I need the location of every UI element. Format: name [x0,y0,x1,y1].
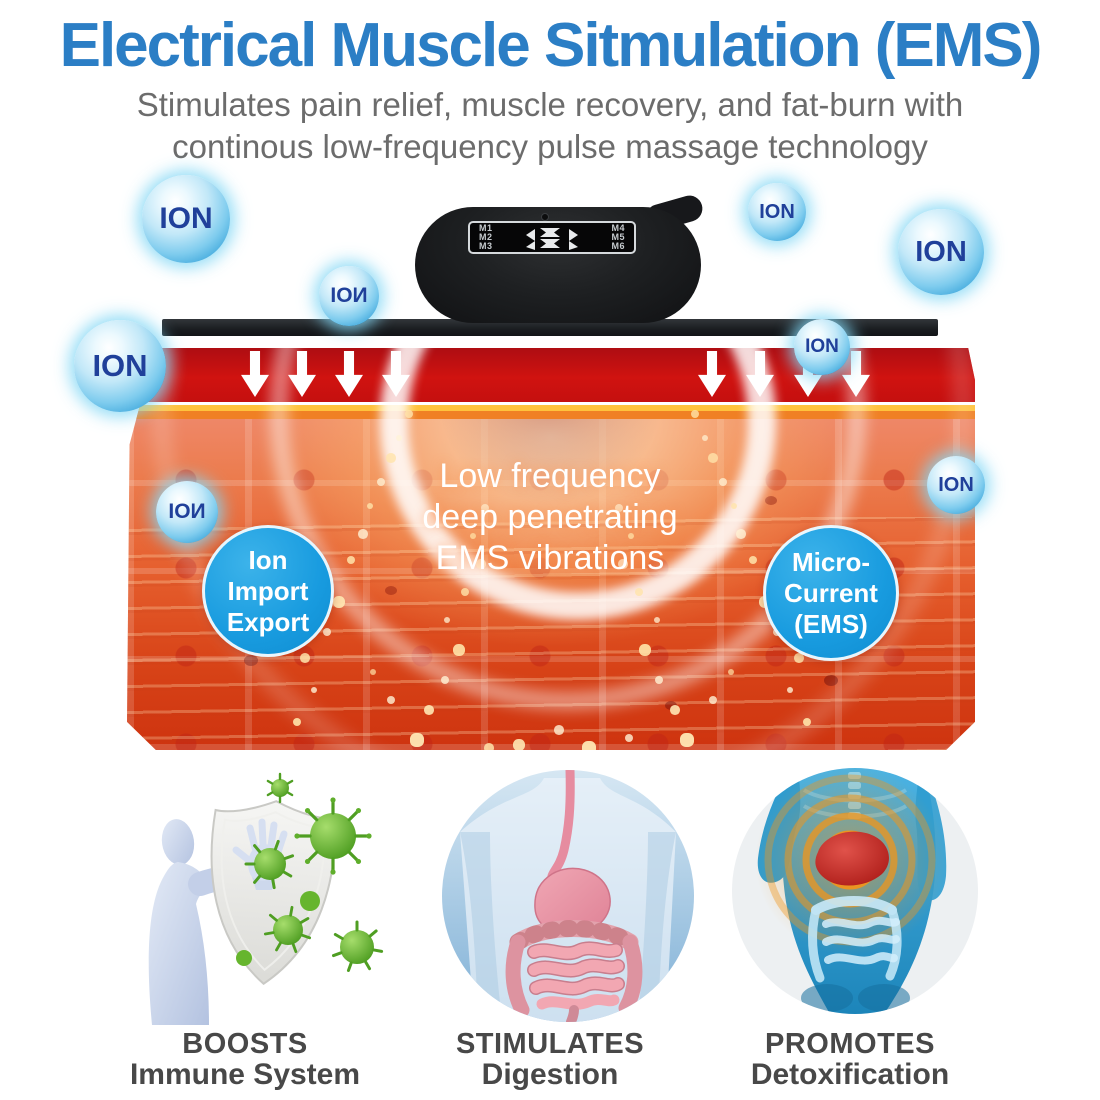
mode-label: M6 [611,241,625,251]
penetration-arrows-left [241,351,410,397]
subtitle-line-1: Stimulates pain relief, muscle recovery,… [136,86,964,123]
panel-caption-line: deep penetrating [422,498,678,536]
heat-glow-line [127,402,975,426]
mode-label: M4 [611,223,625,233]
panel-caption-line: EMS vibrations [435,539,665,577]
mode-list-right: M4 M5 M6 [611,224,625,251]
badge-line: Current [784,577,878,608]
panel-caption-line: Low frequency [439,457,661,495]
ion-bubble: ION [927,456,985,514]
mode-list-left: M1 M2 M3 [479,224,493,251]
digestion-illustration [442,770,694,1022]
down-arrow-icon [335,351,363,397]
mode-label: M3 [479,241,493,251]
ion-bubble-label: ION [759,200,795,223]
ion-import-export-badge: Ion Import Export [202,525,334,657]
benefit-subtitle: Immune System [129,1058,361,1091]
page-title: Electrical Muscle Sitmulation (EMS) [59,11,1043,80]
liver-shape [815,831,889,886]
down-arrow-icon [698,351,726,397]
ion-bubble-label: ION [938,473,974,496]
ion-bubble: ION [142,175,230,263]
down-arrow-icon [746,351,774,397]
device-mode-display: M1 M2 M3 M4 M5 M6 [468,221,636,254]
detox-illustration [732,768,978,1014]
skin-cross-section-panel: Low frequency deep penetrating EMS vibra… [127,348,975,750]
badge-line: Micro- [792,546,870,577]
ion-bubble-label: ION [159,202,213,235]
benefit-title: BOOSTS [182,1028,308,1060]
ion-bubble: ION [74,320,166,412]
ion-bubble: ION [748,183,806,241]
ion-bubble: ION [794,319,850,375]
mode-label: M2 [479,232,493,242]
ion-bubble-label: IOИ [168,500,206,523]
down-arrow-icon [241,351,269,397]
subtitle-line-2: continous low-frequency pulse massage te… [172,128,928,165]
badge-line: Ion [248,544,288,575]
ion-bubble-label: ION [915,235,967,268]
mode-label: M5 [611,232,625,242]
down-arrow-icon [382,351,410,397]
mode-label: M1 [479,223,493,233]
ion-bubble: ION [898,209,984,295]
mode-waveform-icon [526,227,578,250]
ion-bubble-label: ION [805,336,839,357]
ion-bubble-label: ION [92,348,148,383]
virus-dot [300,891,320,911]
ion-bubble-mirrored: IOИ [156,481,218,543]
badge-line: (EMS) [794,608,868,639]
benefit-caption-immune: BOOSTS Immune System [95,1028,395,1091]
down-arrow-icon [288,351,316,397]
benefit-subtitle: Digestion [481,1058,619,1091]
micro-current-badge: Micro- Current (EMS) [763,525,899,661]
pelvis-shapes [801,984,910,1012]
badge-line: Export [226,606,310,637]
panel-caption: Low frequency deep penetrating EMS vibra… [250,456,850,579]
immune-illustration [112,772,397,1027]
ion-bubble-mirrored: IOИ [319,266,379,326]
benefit-caption-digestion: STIMULATES Digestion [400,1028,700,1091]
benefit-title: STIMULATES [455,1028,645,1060]
lower-intestines-outline [808,896,902,983]
page-subtitle: Stimulates pain relief, muscle recovery,… [0,84,1100,168]
device-indicator-dot [541,213,549,221]
intestines-shape [505,920,643,1022]
benefit-caption-detox: PROMOTES Detoxification [700,1028,1000,1091]
virus-icons [236,772,384,972]
benefit-title: PROMOTES [765,1028,935,1060]
badge-line: Import [227,575,309,606]
esophagus-shape [547,770,575,881]
benefit-subtitle: Detoxification [750,1058,950,1091]
virus-dot [236,950,252,966]
ion-bubble-label: IOИ [330,284,368,307]
